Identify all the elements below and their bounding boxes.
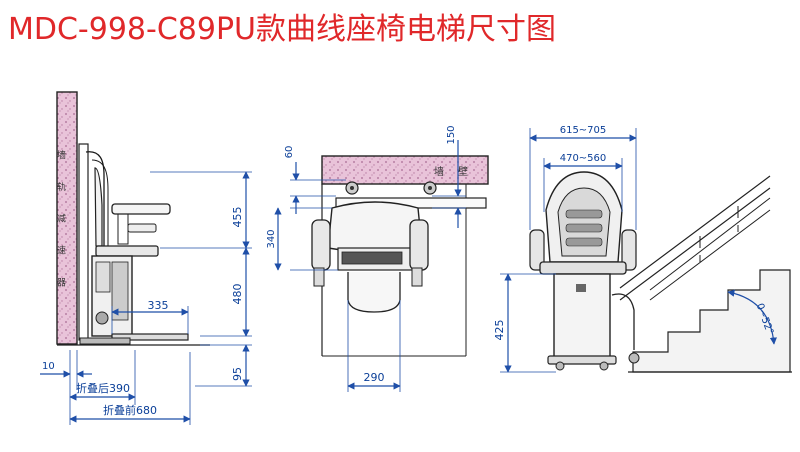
dim-150: 150 xyxy=(446,125,457,144)
page-title: MDC-998-C89PU款曲线座椅电梯尺寸图 xyxy=(8,12,557,47)
armrest xyxy=(111,203,171,215)
dim-335: 335 xyxy=(148,299,169,312)
wall-text: 墙 轨 减 速 器 xyxy=(55,149,66,297)
front-left-armrest xyxy=(529,229,545,271)
top-footrest xyxy=(347,272,401,313)
rail xyxy=(78,143,89,341)
dim-290: 290 xyxy=(364,371,385,384)
seat xyxy=(95,245,159,257)
top-seat xyxy=(327,201,423,253)
dim-10: 10 xyxy=(42,361,55,372)
top-view: 墙 壁 60 340 150 xyxy=(266,125,489,392)
dim-folded-rear: 折叠后390 xyxy=(76,381,130,395)
wall-section xyxy=(56,91,78,345)
dim-60: 60 xyxy=(284,146,295,159)
front-right-armrest xyxy=(621,229,637,271)
wall-label: 墙 xyxy=(434,165,444,178)
front-view: 615~705 470~560 425 0~52° xyxy=(493,125,792,373)
dim-455: 455 xyxy=(231,207,244,228)
dim-470-560: 470~560 xyxy=(560,153,607,164)
dim-615-705: 615~705 xyxy=(560,125,607,136)
rail-label: 壁 xyxy=(458,165,468,178)
dim-folded-front: 折叠前680 xyxy=(103,403,157,417)
dim-480: 480 xyxy=(231,284,244,305)
left-armrest xyxy=(311,219,331,271)
footrest xyxy=(111,333,189,341)
front-seat xyxy=(539,261,627,275)
dim-95: 95 xyxy=(231,367,244,381)
dim-340: 340 xyxy=(266,229,277,248)
side-view: 墙 轨 减 速 器 455 480 95 xyxy=(40,91,252,425)
dim-425: 425 xyxy=(493,320,506,341)
right-armrest xyxy=(409,219,429,271)
top-wall xyxy=(321,155,489,185)
